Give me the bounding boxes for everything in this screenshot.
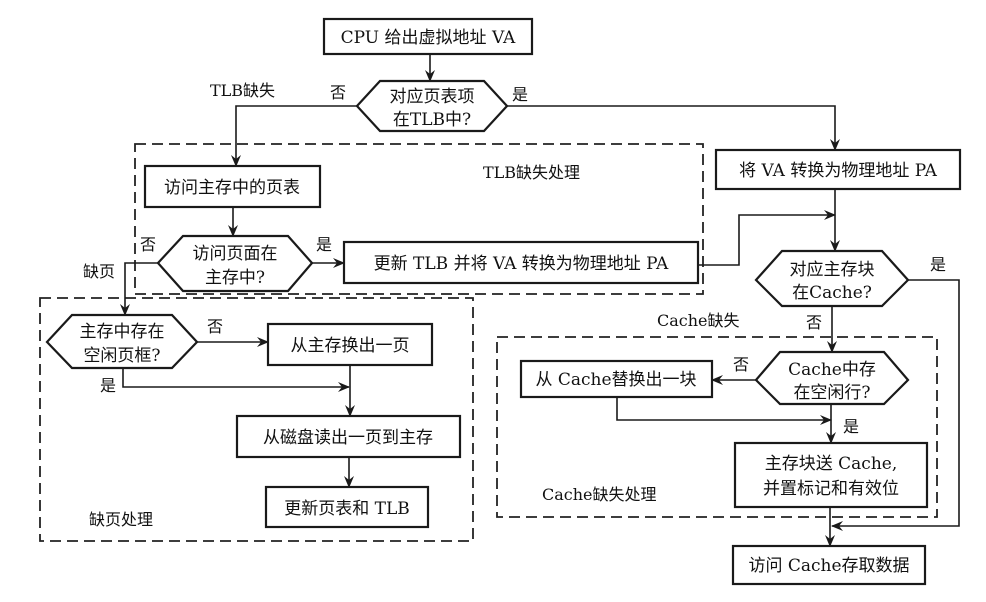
edge-tlb-no [231,105,357,167]
label-line-no: 否 [733,355,749,374]
label-page-no: 否 [140,235,156,254]
node-update-tlb-text: 更新 TLB 并将 VA 转换为物理地址 PA [374,254,669,274]
edge-update-to-merge [698,210,836,266]
node-update-pt-tlb-text: 更新页表和 TLB [284,499,410,519]
label-tlb-yes: 是 [512,85,528,104]
connectors [120,54,960,547]
region-label-page-fault: 缺页处理 [89,510,153,529]
node-tlb-check: 对应页表项 在TLB中? [355,79,509,133]
node-free-line-line1: Cache中存 [788,360,876,380]
node-cpu-va: CPU 给出虚拟地址 VA [322,17,534,56]
node-free-frame-line2: 空闲页框? [83,346,160,366]
cache-miss-region [496,336,938,518]
node-replace-block-text: 从 Cache替换出一块 [535,370,696,390]
node-read-disk: 从磁盘读出一页到主存 [235,414,462,459]
label-page-fault: 缺页 [83,262,115,281]
node-update-tlb: 更新 TLB 并将 VA 转换为物理地址 PA [342,240,700,285]
label-line-yes: 是 [843,417,859,436]
edge-tlb-yes [507,105,840,151]
node-send-block: 主存块送 Cache, 并置标记和有效位 [733,441,929,509]
edge-frame-yes [122,368,350,392]
tlb-miss-region [134,143,704,295]
node-update-pt-tlb: 更新页表和 TLB [264,485,430,529]
node-swap-out-text: 从主存换出一页 [291,336,410,356]
label-cache-miss: Cache缺失 [657,311,740,330]
node-replace-block: 从 Cache替换出一块 [519,359,714,399]
node-send-block-line2: 并置标记和有效位 [763,479,899,499]
node-cache-check: 对应主存块 在Cache? [754,249,910,308]
node-access-cache-text: 访问 Cache存取数据 [748,556,909,576]
label-frame-no: 否 [207,317,223,336]
node-cpu-va-text: CPU 给出虚拟地址 VA [341,28,516,48]
node-free-line: Cache中存 在空闲行? [754,350,910,406]
edge-cache-yes [831,279,960,531]
node-cache-check-line1: 对应主存块 [790,260,875,280]
node-page-in-memory-line2: 主存中? [205,268,265,288]
node-access-page-table: 访问主存中的页表 [143,164,322,209]
node-send-block-line1: 主存块送 Cache, [765,454,897,474]
node-access-cache: 访问 Cache存取数据 [731,544,927,586]
node-page-in-memory: 访问页面在 主存中? [156,234,314,293]
node-access-page-table-text: 访问主存中的页表 [164,178,300,198]
node-tlb-check-line1: 对应页表项 [390,87,475,107]
node-read-disk-text: 从磁盘读出一页到主存 [263,428,433,448]
edge-replace-to-merge [616,397,832,425]
node-cache-check-line2: 在Cache? [792,283,872,303]
label-page-yes: 是 [316,235,332,254]
node-free-frame: 主存中存在 空闲页框? [45,313,199,370]
label-cache-no: 否 [806,313,822,332]
edge-page-no [120,262,158,316]
node-va-to-pa: 将 VA 转换为物理地址 PA [714,148,962,191]
page-fault-region [39,297,474,542]
node-va-to-pa-text: 将 VA 转换为物理地址 PA [739,161,937,181]
label-tlb-miss: TLB缺失 [210,81,275,100]
region-label-tlb-miss: TLB缺失处理 [483,163,580,182]
node-free-frame-line1: 主存中存在 [80,322,165,342]
label-cache-yes: 是 [930,255,946,274]
node-swap-out: 从主存换出一页 [266,322,434,367]
node-free-line-line2: 在空闲行? [793,383,870,403]
node-tlb-check-line2: 在TLB中? [393,110,471,130]
node-page-in-memory-line1: 访问页面在 [193,244,278,264]
label-frame-yes: 是 [100,376,116,395]
label-tlb-no: 否 [330,83,346,102]
region-label-cache-miss: Cache缺失处理 [542,485,657,504]
